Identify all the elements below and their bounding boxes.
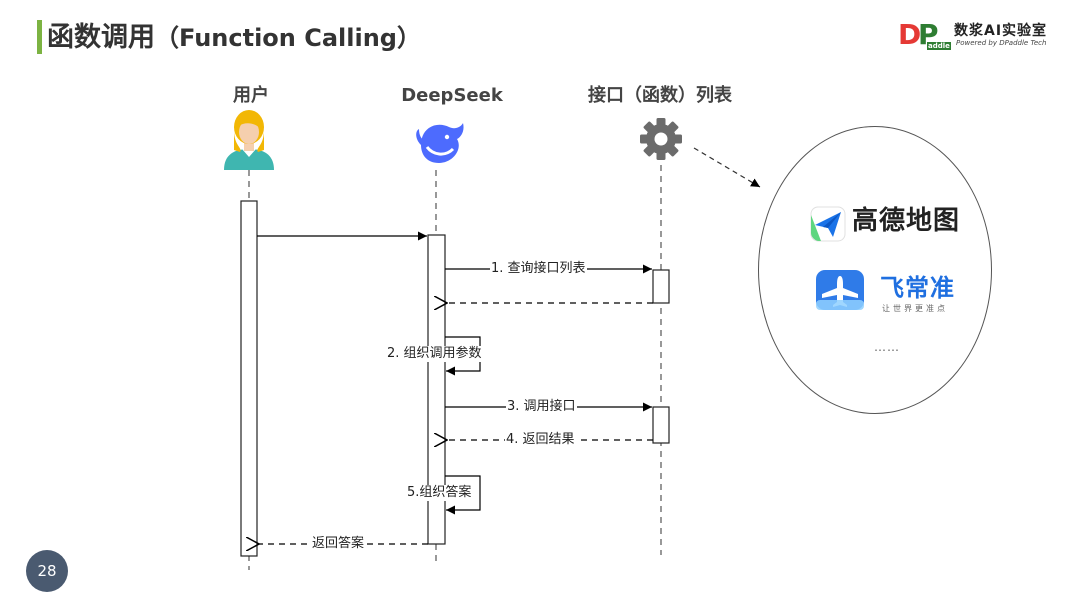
actor-label-user: 用户 bbox=[233, 85, 269, 106]
gear-icon bbox=[640, 118, 682, 160]
title-accent-bar bbox=[37, 20, 42, 54]
page-title: 函数调用（Function Calling） bbox=[47, 18, 421, 58]
activation-api-2 bbox=[652, 406, 670, 444]
activation-api-1 bbox=[652, 269, 670, 304]
title-subtitle: （Function Calling） bbox=[155, 24, 421, 52]
message-organize-answer: 5.组织答案 bbox=[406, 485, 473, 501]
message-return-answer: 返回答案 bbox=[311, 536, 366, 552]
actor-label-deepseek: DeepSeek bbox=[401, 85, 503, 106]
logo-mark-sub: addle bbox=[927, 42, 951, 50]
message-query-api-list: 1. 查询接口列表 bbox=[490, 261, 587, 277]
logo-name: 数浆AI实验室 bbox=[954, 23, 1048, 39]
more-apis-ellipsis: …… bbox=[874, 340, 900, 354]
whale-icon bbox=[416, 123, 464, 163]
arrow-organize-answer bbox=[445, 475, 481, 515]
message-organize-params: 2. 组织调用参数 bbox=[386, 346, 483, 362]
activation-deepseek bbox=[427, 234, 446, 545]
message-return-result: 4. 返回结果 bbox=[505, 432, 576, 448]
veryzhun-slogan: 让世界更准点 bbox=[882, 304, 948, 313]
page-number-badge: 28 bbox=[26, 550, 68, 592]
brand-logo: D P addle 数浆AI实验室 Powered by DPaddle Tec… bbox=[898, 18, 1058, 52]
logo-mark-d: D bbox=[898, 18, 922, 51]
logo-tagline: Powered by DPaddle Tech bbox=[956, 39, 1047, 47]
pointer-to-api-circle bbox=[693, 147, 761, 188]
veryzhun-name: 飞常准 bbox=[880, 274, 955, 302]
user-icon bbox=[224, 110, 274, 170]
amap-name: 高德地图 bbox=[852, 206, 961, 236]
title-main: 函数调用 bbox=[47, 22, 155, 53]
activation-user bbox=[240, 200, 258, 557]
message-call-api: 3. 调用接口 bbox=[506, 399, 577, 415]
actor-label-api-list: 接口（函数）列表 bbox=[588, 85, 732, 106]
api-list-circle bbox=[758, 126, 992, 414]
